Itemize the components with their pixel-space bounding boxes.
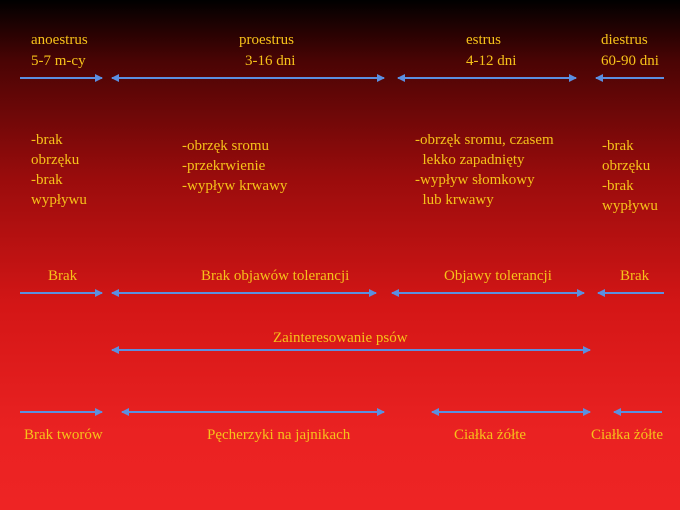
phase-duration-estrus: 4-12 dni (466, 53, 517, 69)
tolerance-label-diestrus: Brak (620, 268, 650, 284)
symptoms-proestrus: -obrzęk sromu -przekrwienie -wypływ krwa… (182, 138, 288, 194)
phase-duration-diestrus: 60-90 dni (601, 53, 659, 69)
interest-label: Zainteresowanie psów (273, 330, 408, 346)
phase-name-anoestrus: anoestrus (31, 32, 88, 48)
ovary-label-diestrus: Ciałka żółte (591, 427, 664, 443)
ovary-label-anoestrus: Brak tworów (24, 427, 103, 443)
symptoms-diestrus: -brak obrzęku -brak wypływu (602, 138, 658, 214)
tolerance-label-proestrus: Brak objawów tolerancji (201, 268, 350, 284)
tolerance-label-estrus: Objawy tolerancji (444, 268, 552, 284)
phase-name-estrus: estrus (466, 32, 501, 48)
ovary-label-estrus: Ciałka żółte (454, 427, 527, 443)
phase-name-proestrus: proestrus (239, 32, 294, 48)
tolerance-label-anoestrus: Brak (48, 268, 78, 284)
symptoms-anoestrus: -brak obrzęku -brak wypływu (31, 132, 87, 208)
ovary-label-proestrus: Pęcherzyki na jajnikach (207, 427, 351, 443)
phase-duration-anoestrus: 5-7 m-cy (31, 53, 86, 69)
phase-duration-proestrus: 3-16 dni (245, 53, 296, 69)
phase-name-diestrus: diestrus (601, 32, 648, 48)
symptoms-estrus: -obrzęk sromu, czasem lekko zapadnięty -… (415, 132, 554, 208)
